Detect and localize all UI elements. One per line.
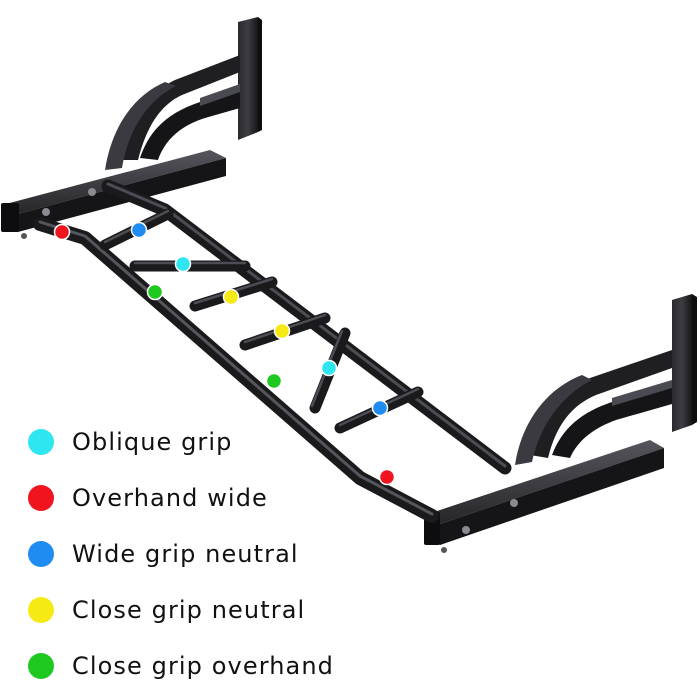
legend-label: Close grip neutral [72,596,306,624]
left-wall-bracket [105,17,262,170]
left-bracket-arm-lower [105,82,176,170]
yellow-dot-icon [28,597,54,623]
right-wall-plate-edge [692,294,697,425]
bolt [510,499,518,507]
right-bracket-arm-inner [552,384,672,458]
right-wall-plate [672,294,692,432]
legend-label: Close grip overhand [72,652,335,680]
grip-marker-oblique [174,255,192,273]
legend-item-overhand-wide: Overhand wide [28,478,268,518]
bolt [88,188,96,196]
grip-markers [53,221,396,486]
right-wall-bracket [515,294,697,465]
right-bracket-strip [612,380,672,406]
green-dot-icon [28,653,54,679]
bolt [42,208,50,216]
right-bracket-arm-lower [515,375,592,465]
grip-marker-oblique [320,359,338,377]
legend-item-close-grip-neutral: Close grip neutral [28,590,305,630]
right-bracket-arm-upper [530,350,672,458]
grip-marker-close-neutral [222,288,240,306]
legend-item-oblique-grip: Oblique grip [28,422,233,462]
left-wall-plate [238,17,258,140]
legend-item-wide-grip-neutral: Wide grip neutral [28,534,299,574]
bolt [21,233,27,239]
grip-marker-wide-neutral [130,221,148,239]
red-dot-icon [28,485,54,511]
legend-label: Wide grip neutral [72,540,299,568]
grip-marker-overhand-wide [378,468,396,486]
legend-item-close-grip-overhand: Close grip overhand [28,646,334,686]
left-bracket-arm-upper [120,55,240,160]
grip-marker-close-neutral [273,322,291,340]
left-wall-plate-edge [258,17,262,132]
grip-marker-wide-neutral [371,399,389,417]
left-bracket-arm-inner [140,90,240,160]
left-bracket-strip [200,84,240,106]
grip-marker-close-overhand [265,372,283,390]
grip-marker-close-overhand [146,283,164,301]
bolt [441,547,447,553]
grip-marker-overhand-wide [53,223,71,241]
cyan-dot-icon [28,429,54,455]
legend-label: Oblique grip [72,428,233,456]
ladder-frame [33,179,512,523]
blue-dot-icon [28,541,54,567]
grip-legend: Oblique grip Overhand wide Wide grip neu… [28,420,358,690]
legend-label: Overhand wide [72,484,268,512]
bolt [462,526,470,534]
